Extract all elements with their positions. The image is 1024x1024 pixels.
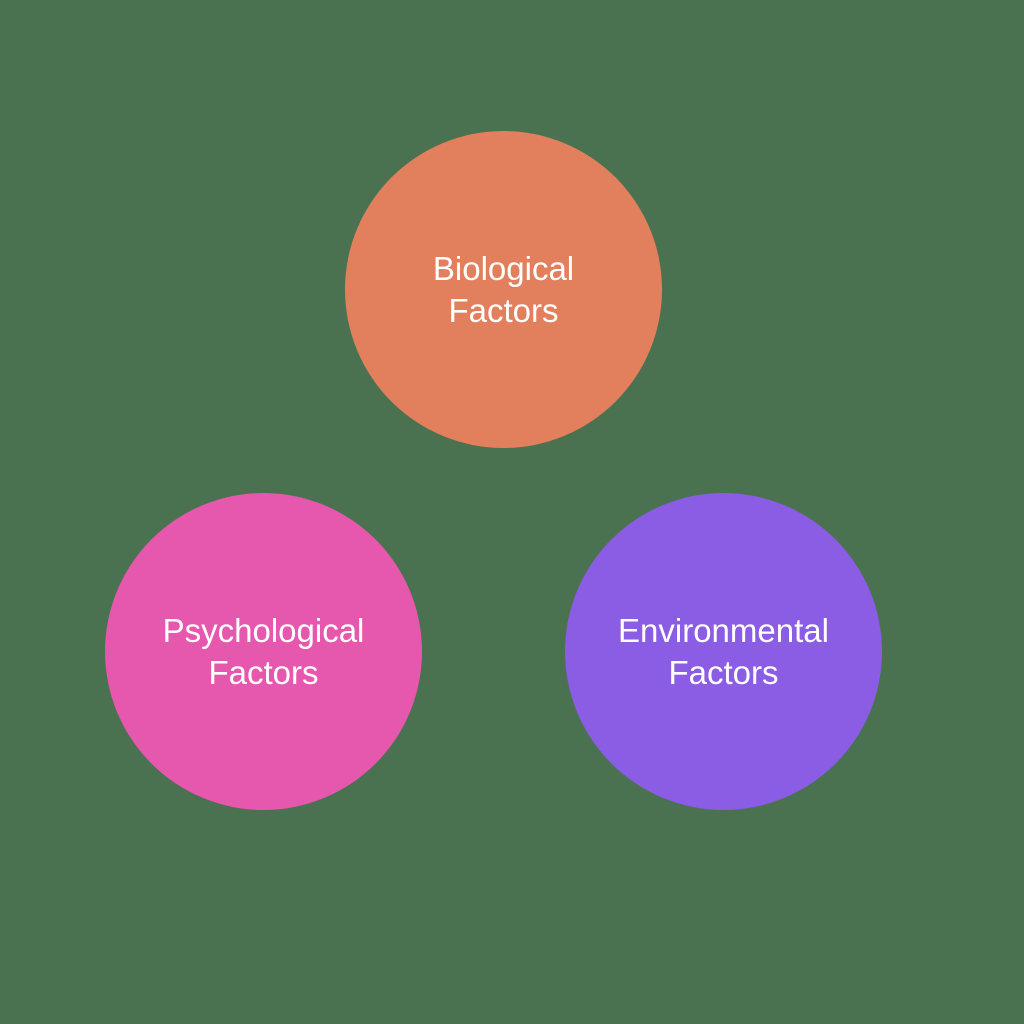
node-environmental-factors[interactable]: Environmental Factors — [565, 493, 882, 810]
node-psychological-factors[interactable]: Psychological Factors — [105, 493, 422, 810]
node-psychological-factors-label-line2: Factors — [208, 653, 319, 691]
node-environmental-factors-label-line2: Factors — [668, 653, 779, 691]
node-biological-factors-label-line1: Biological — [432, 249, 575, 287]
node-environmental-factors-label-line1: Environmental — [618, 611, 829, 649]
node-biological-factors-label-line2: Factors — [448, 291, 559, 329]
node-psychological-factors-label-line1: Psychological — [162, 611, 365, 649]
node-biological-factors[interactable]: Biological Factors — [345, 131, 662, 448]
